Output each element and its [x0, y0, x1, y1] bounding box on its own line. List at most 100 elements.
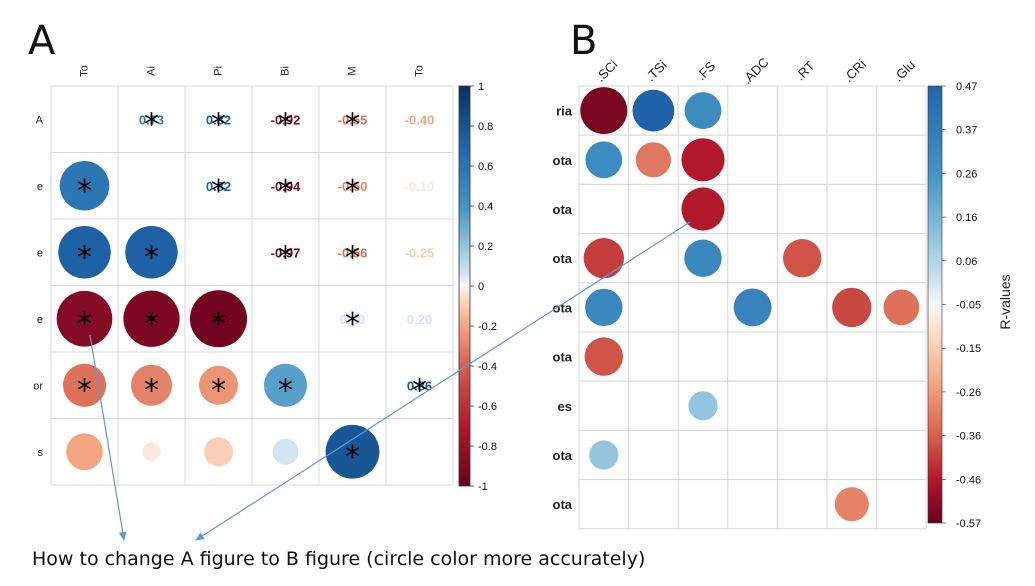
color-legend-bar — [927, 85, 943, 524]
column-label: .TSi — [643, 57, 670, 84]
grid-cell — [826, 134, 878, 185]
grid-cell — [727, 183, 778, 235]
grid-cell — [876, 134, 927, 185]
grid-cell — [318, 218, 387, 286]
correlation-circle — [272, 438, 299, 465]
significance-star: * — [278, 107, 293, 142]
correlation-circle — [199, 365, 238, 405]
correlation-number: -0.94 — [271, 179, 301, 194]
grid-cell — [677, 479, 729, 530]
correlation-circle — [142, 442, 161, 461]
correlation-circle — [832, 287, 872, 328]
grid-cell — [184, 152, 253, 220]
grid-cell — [628, 233, 679, 284]
grid-cell — [677, 331, 729, 382]
correlation-circle — [130, 364, 173, 406]
correlation-circle — [580, 87, 628, 135]
significance-star: * — [77, 373, 92, 408]
correlation-number: -0.97 — [271, 245, 301, 260]
significance-star: * — [345, 174, 360, 209]
grid-cell — [385, 285, 454, 353]
legend-tick-label: -1 — [478, 481, 488, 493]
column-label: .RT — [792, 58, 817, 83]
correlation-number: 0.20 — [407, 312, 432, 327]
grid-cell — [776, 282, 828, 333]
legend-tick-label: -0.8 — [478, 441, 497, 453]
row-label: e — [37, 181, 43, 193]
significance-star: * — [278, 240, 293, 275]
row-label: es — [558, 399, 572, 414]
correlation-number: -0.25 — [405, 245, 435, 260]
correlation-number: -0.10 — [405, 179, 435, 194]
legend-tick-label: -0.6 — [478, 401, 497, 413]
correlation-circle — [325, 424, 380, 479]
correlation-circle — [125, 225, 178, 279]
correlation-circle — [204, 437, 233, 467]
significance-star: * — [144, 107, 159, 142]
panel-b-letter: B — [570, 18, 598, 64]
grid-cell — [578, 380, 630, 431]
grid-cell — [876, 233, 927, 284]
grid-cell — [117, 152, 186, 220]
grid-cell — [876, 85, 927, 136]
correlation-circle — [684, 92, 722, 130]
row-label: ota — [553, 251, 573, 266]
significance-star: * — [77, 307, 92, 342]
grid-cell — [251, 218, 320, 286]
grid-cell — [385, 85, 454, 153]
grid-cell — [776, 134, 828, 185]
correlation-circle — [681, 187, 725, 231]
legend-tick-label: -0.36 — [956, 431, 981, 443]
grid-cell — [628, 183, 679, 235]
legend-tick-label: -0.57 — [956, 518, 981, 530]
grid-cell — [251, 418, 320, 486]
grid-cell — [727, 233, 778, 284]
legend-tick-label: 0.6 — [478, 161, 493, 173]
correlation-circle — [681, 138, 725, 182]
column-label: .CRi — [840, 57, 869, 86]
grid-cell — [727, 331, 778, 382]
legend-tick-label: -0.05 — [956, 300, 981, 312]
grid-cell — [826, 331, 878, 382]
grid-cell — [385, 418, 454, 486]
correlation-number: -0.50 — [338, 179, 368, 194]
row-label: ota — [553, 202, 573, 217]
grid-cell — [385, 152, 454, 220]
significance-star: * — [278, 373, 293, 408]
correlation-number: 0.73 — [139, 112, 164, 127]
grid-cell — [776, 479, 828, 530]
significance-star: * — [144, 373, 159, 408]
column-label: M — [346, 66, 358, 75]
grid-cell — [727, 479, 778, 530]
correlation-circle — [62, 363, 107, 407]
significance-star: * — [144, 240, 159, 275]
correlation-number: 0.86 — [407, 378, 432, 393]
legend-title: R-values — [997, 274, 1013, 329]
correlation-circle — [783, 239, 822, 278]
row-label: e — [37, 247, 43, 259]
legend-tick-label: 1 — [478, 81, 484, 93]
grid-cell — [776, 183, 828, 235]
correlation-circle — [263, 363, 308, 407]
column-label: To — [413, 65, 425, 77]
grid-cell — [826, 233, 878, 284]
grid-cell — [318, 351, 387, 419]
grid-cell — [876, 380, 927, 431]
column-label: To — [78, 65, 90, 77]
correlation-number: 0.82 — [206, 112, 231, 127]
legend-tick-label: -0.26 — [956, 387, 981, 399]
grid-cell — [727, 134, 778, 185]
grid-cell — [628, 429, 679, 481]
correlation-circle — [834, 487, 869, 522]
grid-cell — [776, 429, 828, 481]
panel-b-correlation-plot: .SCi.TSi.FS.ADC.RT.CRi.Gluriaotaotaotaot… — [553, 55, 1014, 530]
correlation-number: -0.92 — [271, 112, 301, 127]
legend-tick-label: 0.06 — [956, 256, 977, 268]
legend-tick-label: -0.46 — [956, 474, 981, 486]
legend-tick-label: -0.4 — [478, 361, 497, 373]
legend-tick-label: 0 — [478, 281, 484, 293]
column-label: .FS — [693, 58, 718, 83]
legend-tick-label: 0.16 — [956, 212, 977, 224]
significance-star: * — [211, 307, 226, 342]
